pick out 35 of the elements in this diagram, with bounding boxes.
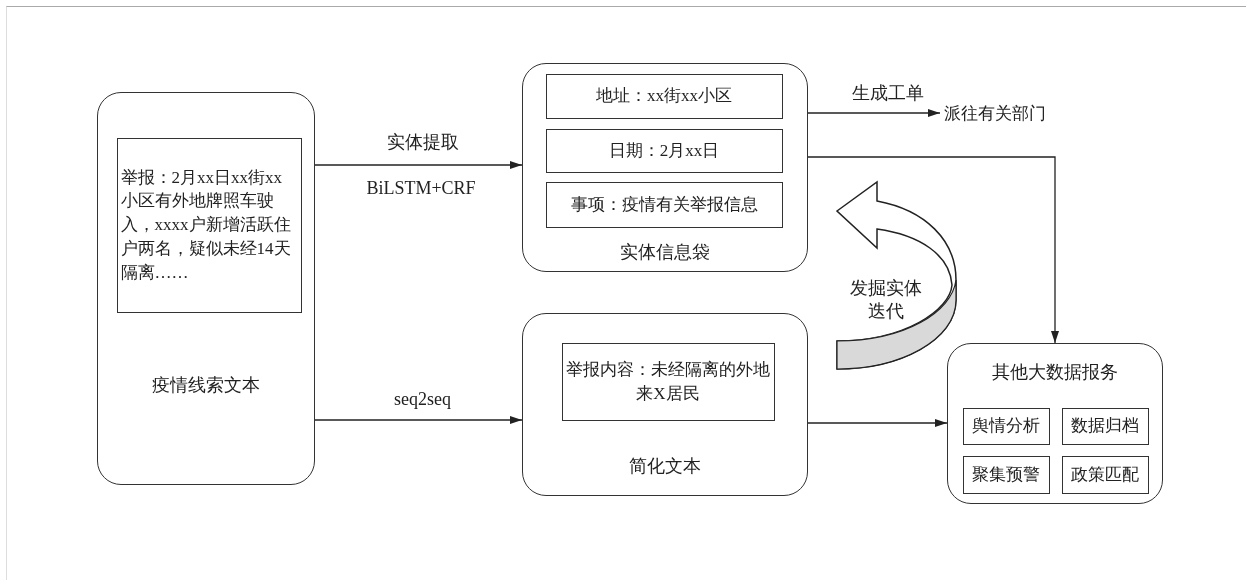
text-box bbox=[962, 455, 1050, 494]
box-text: 数据归档 bbox=[1071, 415, 1139, 438]
box-text: 举报：2月xx日xx街xx小区有外地牌照车驶入，xxxx户新增活跃住户两名，疑似未经14天隔离…… bbox=[120, 166, 292, 284]
rounded-panel bbox=[947, 343, 1163, 504]
box-text: 聚集预警 bbox=[972, 463, 1040, 486]
rounded-panel bbox=[522, 313, 808, 496]
box-text: 日期：2月xx日 bbox=[608, 139, 720, 162]
box-text: 地址：xx街xx小区 bbox=[596, 85, 732, 108]
arrow bbox=[807, 419, 948, 427]
text-box bbox=[545, 128, 783, 173]
text-box bbox=[962, 407, 1050, 445]
curved-block-arrow bbox=[836, 181, 957, 370]
text-box bbox=[545, 181, 783, 228]
text-box bbox=[545, 73, 783, 119]
panel-title: 其他大数据报务 bbox=[991, 361, 1119, 384]
box-text: 事项：疫情有关举报信息 bbox=[570, 193, 758, 216]
panel-title: 简化文本 bbox=[628, 455, 702, 478]
rounded-panel bbox=[522, 63, 808, 272]
box-text: 舆情分析 bbox=[972, 415, 1040, 438]
box-text: 举报内容：未经隔离的外地来X居民 bbox=[565, 358, 771, 405]
rounded-panel bbox=[97, 92, 315, 485]
text-box bbox=[1061, 407, 1149, 445]
panel-title: 实体信息袋 bbox=[619, 241, 711, 264]
node-text: 派往有关部门 bbox=[944, 103, 1046, 126]
panel-title: 疫情线索文本 bbox=[151, 374, 261, 397]
arrow bbox=[807, 109, 941, 117]
text-box bbox=[116, 137, 302, 313]
arrow bbox=[314, 416, 523, 424]
box-text: 政策匹配 bbox=[1071, 463, 1139, 486]
edge-label: 发掘实体迭代 bbox=[849, 276, 923, 323]
arrow bbox=[807, 156, 1059, 344]
text-box bbox=[1061, 455, 1149, 494]
arrow bbox=[314, 161, 523, 169]
text-box bbox=[561, 342, 775, 421]
method-label: BiLSTM+CRF bbox=[366, 177, 476, 199]
